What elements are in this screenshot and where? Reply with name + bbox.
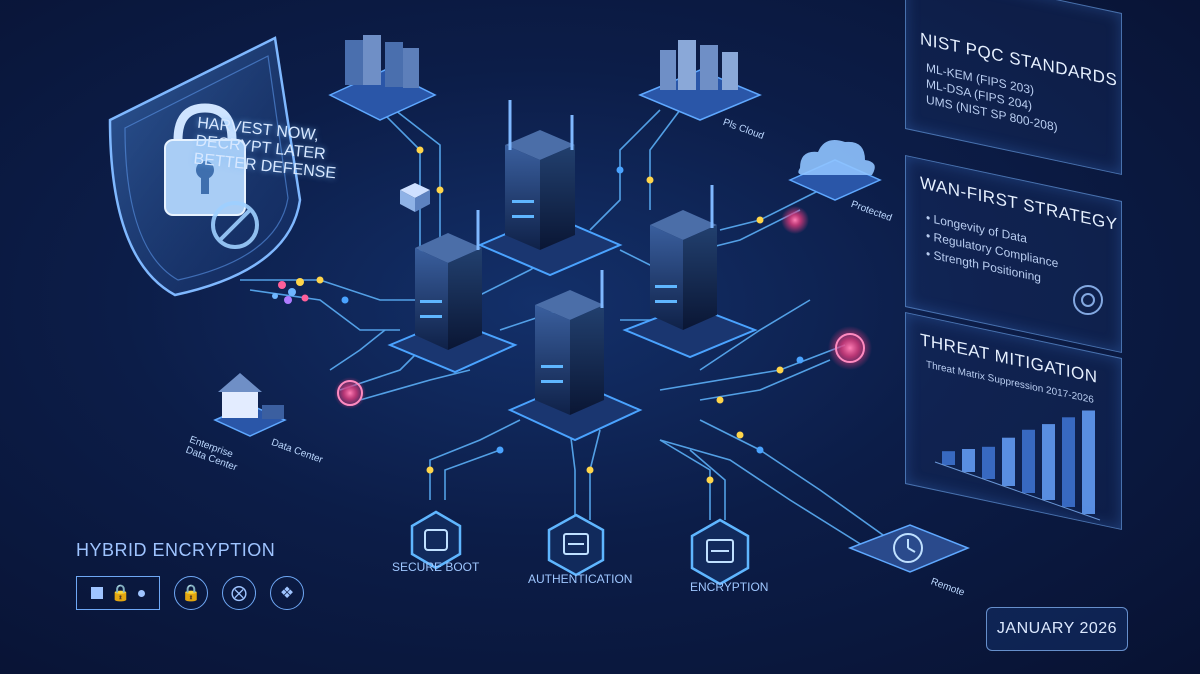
remote-device-icon [847, 524, 970, 573]
server-rack-cluster-top-right [638, 40, 762, 121]
padlock-icon [164, 103, 246, 216]
server-tower-bottom [507, 270, 643, 442]
threat-bar [1062, 417, 1075, 507]
chip-cube-icon [400, 183, 430, 212]
hub-label-authentication: AUTHENTICATION [528, 572, 633, 586]
hub-label-secure-boot: SECURE BOOT [392, 560, 480, 574]
particle-cluster [272, 278, 309, 304]
threat-chart-baseline [934, 461, 1101, 521]
date-badge: JANUARY 2026 [986, 607, 1128, 651]
padlock-icon: 🔒 [174, 576, 208, 610]
server-tower-right [622, 185, 758, 359]
legend-title: HYBRID ENCRYPTION [76, 540, 276, 560]
panel-gear-icon [1073, 285, 1103, 315]
threat-bar [1042, 424, 1055, 500]
threat-node-mid [781, 206, 809, 234]
threat-node-right [828, 326, 872, 370]
square-lock-dot-icon: 🔒 [76, 576, 160, 610]
hub-encryption-icon [690, 518, 750, 586]
hub-secure-boot-icon [410, 510, 462, 570]
threat-bar [1082, 410, 1095, 514]
no-symbol-icon [211, 201, 259, 249]
server-rack-cluster-top-left [328, 35, 437, 121]
threat-bar [1022, 429, 1035, 493]
threat-chart-bars [942, 410, 1095, 514]
threat-bar [982, 446, 995, 479]
crosshair-icon: ⨂ [222, 576, 256, 610]
network-icon: ❖ [270, 576, 304, 610]
legend-icons: 🔒 🔒 ⨂ ❖ [76, 576, 304, 610]
server-tower-top [477, 100, 623, 277]
house-icon [213, 373, 287, 437]
cloud-icon [788, 139, 882, 201]
hub-authentication-icon [547, 513, 605, 577]
hub-label-encryption: ENCRYPTION [690, 580, 769, 594]
threat-node-left [334, 377, 366, 409]
server-tower-left [387, 210, 518, 374]
threat-bar [962, 449, 975, 472]
threat-bar [942, 451, 955, 465]
threat-bar [1002, 437, 1015, 486]
